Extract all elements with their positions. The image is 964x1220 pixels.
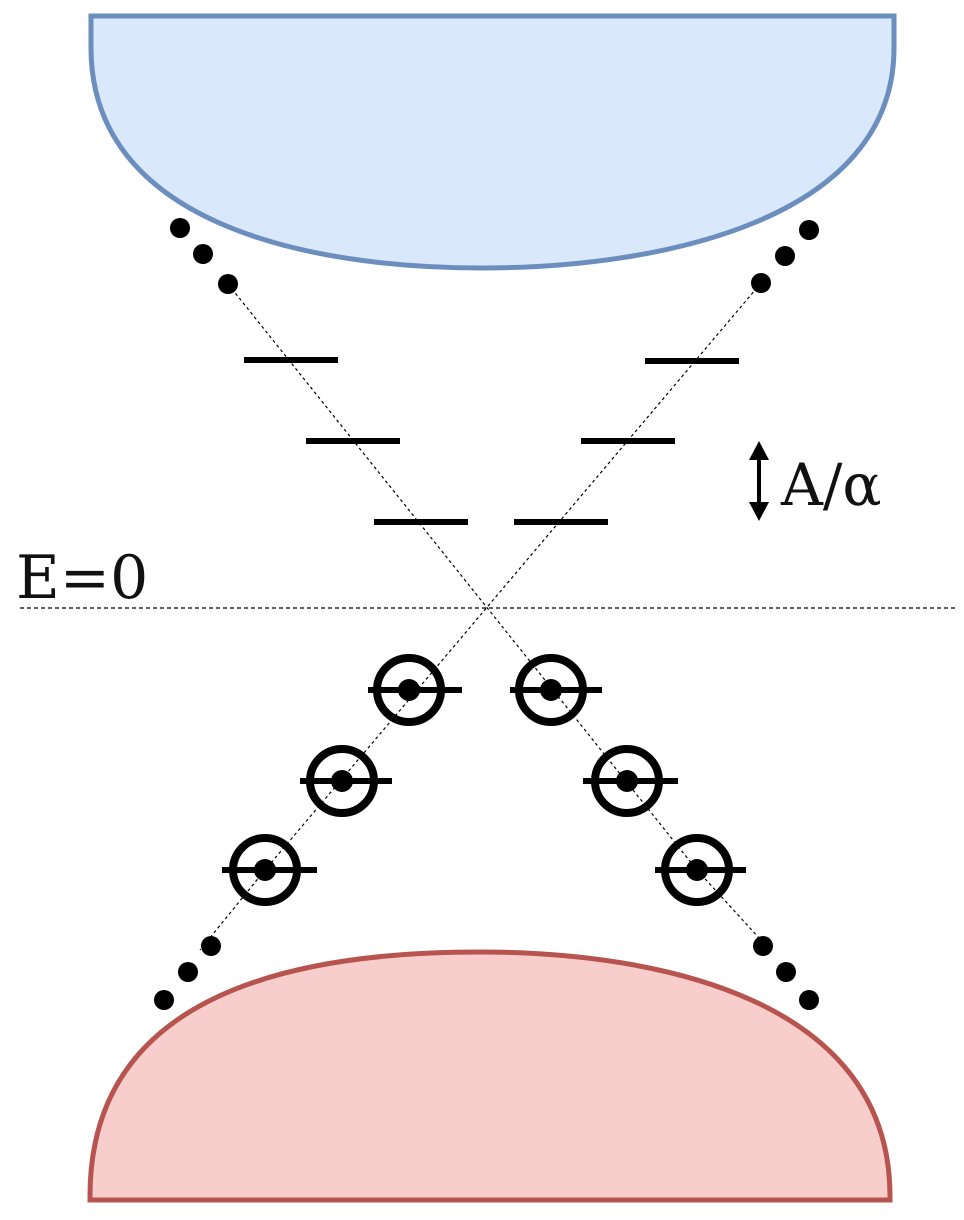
lower-band: [87, 949, 893, 1203]
empty-levels-right: [514, 358, 739, 525]
occupied-level: [300, 745, 392, 817]
occupied-level: [222, 834, 317, 906]
continuation-dots-upper-right: [751, 220, 819, 293]
occupied-levels-left: [222, 654, 462, 906]
guide-line-right: [264, 282, 762, 871]
occupied-level: [583, 745, 678, 817]
continuation-dots-lower-left: [154, 936, 221, 1010]
occupied-level: [655, 834, 746, 906]
guide-line-left: [227, 283, 698, 871]
guide-line-lower-left-segment: [696, 869, 771, 951]
zero-energy-label: E=0: [16, 543, 148, 613]
occupied-level: [368, 654, 462, 726]
empty-levels-left: [244, 357, 468, 525]
occupied-levels-right: [510, 654, 746, 906]
level-spacing-arrow: [749, 441, 769, 521]
continuation-dots-upper-left: [170, 218, 238, 294]
continuation-dots-lower-right: [753, 936, 819, 1010]
level-spacing-label: A/α: [780, 451, 882, 519]
occupied-level: [510, 654, 602, 726]
upper-band: [88, 13, 897, 271]
